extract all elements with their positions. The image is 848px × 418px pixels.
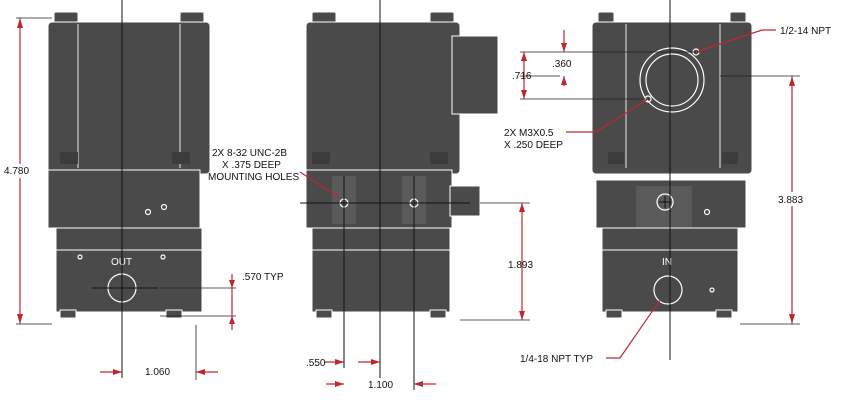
npt-dim-a-label: .360 <box>552 59 572 70</box>
left-manifold <box>55 249 203 313</box>
in-port-label: IN <box>662 257 672 268</box>
overall-height-label: 4.780 <box>4 166 29 177</box>
mounting-leader <box>299 171 341 199</box>
left-small-hole-b <box>160 254 166 260</box>
adjust-screw <box>656 193 674 211</box>
npt-port <box>645 53 699 107</box>
hole-spacing-label: 1.100 <box>368 380 393 391</box>
m3-callout-line1: 2X M3X0.5 <box>504 128 554 139</box>
npt-bottom-leader <box>606 299 661 359</box>
npt-bottom-callout: 1/4-18 NPT TYP <box>520 354 593 365</box>
left-clip-a <box>60 152 78 164</box>
left-clip-b <box>172 152 190 164</box>
npt-outer-ring <box>639 47 705 113</box>
arrow-up <box>17 18 23 28</box>
left-view: OUT <box>47 0 211 378</box>
left-screw-a <box>144 208 152 216</box>
center-side-fitting <box>449 185 481 217</box>
center-connector-box <box>451 35 499 115</box>
left-foot-b <box>165 309 183 319</box>
npt-top-callout: 1/2-14 NPT <box>780 26 831 37</box>
right-view: IN <box>591 0 753 360</box>
m3-callout-line2: X .250 DEEP <box>504 140 563 151</box>
right-upper-body <box>591 21 753 175</box>
hole-offset-label: .550 <box>306 358 326 369</box>
center-view <box>300 0 499 390</box>
port-offset-label: .570 TYP <box>242 272 284 283</box>
in-port <box>653 275 683 305</box>
npt-dim-b-label: .716 <box>512 71 532 82</box>
mounting-callout-line1: 2X 8-32 UNC-2B <box>212 148 287 159</box>
port-spacing-label: 1.060 <box>145 367 170 378</box>
mounting-callout-line3: MOUNTING HOLES <box>208 172 299 183</box>
left-screw-b <box>160 203 168 211</box>
in-small-hole <box>709 287 715 293</box>
right-height-label: 3.883 <box>778 195 803 206</box>
center-height-label: 1.893 <box>508 260 533 271</box>
npt-top-leader <box>695 29 776 53</box>
mounting-callout-line2: X .375 DEEP <box>222 160 281 171</box>
m3-leader <box>566 98 649 133</box>
left-upper-body <box>47 21 211 175</box>
center-mid-body <box>305 169 453 229</box>
center-upper-body <box>305 21 461 175</box>
left-band <box>55 227 203 251</box>
left-small-hole-a <box>77 254 83 260</box>
center-manifold <box>311 249 451 313</box>
arrow-down <box>17 314 23 324</box>
left-foot-a <box>59 309 77 319</box>
left-mid-body <box>47 169 201 229</box>
